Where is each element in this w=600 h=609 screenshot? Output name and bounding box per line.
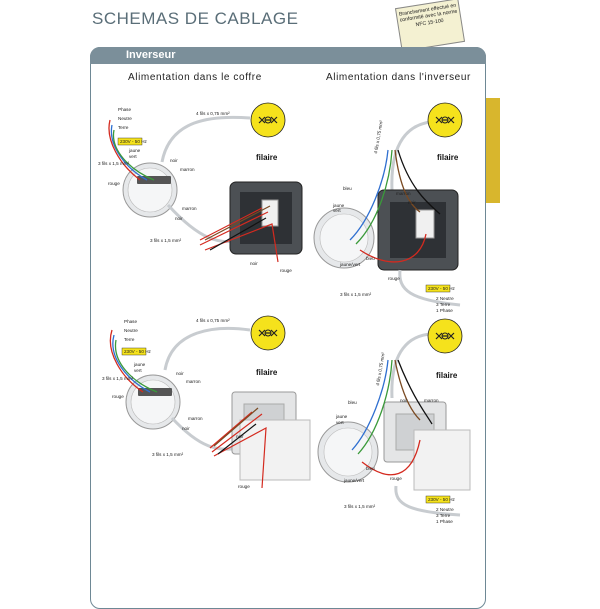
motor-icon-1 — [250, 102, 286, 138]
side-tab — [484, 98, 500, 203]
section-label: Inverseur — [126, 49, 176, 61]
vert-label-1: vert — [129, 154, 137, 159]
vert-label-4: vert — [336, 420, 344, 425]
wire3-label-3: 3 fils x 1,5 mm² — [102, 376, 134, 381]
jaunevert-label-2: jaune/vert — [339, 262, 361, 267]
bleu-label-4: bleu — [348, 400, 357, 405]
t3-label-2: 3 Terre — [436, 302, 451, 307]
supply-label-3: 230V - 50 Hz — [124, 349, 152, 354]
motor-icon-2 — [427, 102, 463, 138]
terre-label-1: Terre — [118, 125, 129, 130]
wire3-label-3b: 3 fils x 1,5 mm² — [152, 452, 184, 457]
diagram-panel — [90, 47, 486, 609]
rouge-label-1: rouge — [108, 181, 120, 186]
diagram-top-left: filaire 4 fils x 0,75 mm² Phase Neutre T… — [98, 102, 303, 273]
marron-label-1b: marron — [182, 206, 197, 211]
motor-icon-3 — [250, 315, 286, 351]
vert-label-2: vert — [333, 208, 341, 213]
junction-box-3 — [125, 374, 181, 430]
p1-label-4: 1 Phase — [436, 519, 453, 524]
marron-label-2: marron — [396, 191, 411, 196]
filaire-label-4: filaire — [436, 371, 458, 380]
page-title: SCHEMAS DE CABLAGE — [92, 9, 299, 28]
wire3-label-1b: 3 fils x 1,5 mm² — [150, 238, 182, 243]
subtitle-right: Alimentation dans l'inverseur — [326, 72, 471, 83]
diagram-bottom-right: filaire 4 fils x 0,75 mm² bleu jaune ver… — [317, 318, 471, 524]
vert-label-3: vert — [134, 368, 142, 373]
jaune-label-2: jaune — [332, 203, 345, 208]
rouge-label-4: rouge — [390, 476, 402, 481]
phase-label-3: Phase — [124, 319, 137, 324]
neutre-label-3: Neutre — [124, 328, 138, 333]
section-bar — [90, 47, 486, 64]
noir-label-3: noir — [176, 371, 184, 376]
t3-label-4: 3 Terre — [436, 513, 451, 518]
junction-box-1 — [122, 162, 178, 218]
wire3-label-1: 3 fils x 1,5 mm² — [98, 161, 130, 166]
motor-icon-4 — [427, 318, 463, 354]
noir-label-1c: noir — [250, 261, 258, 266]
marron-label-1: marron — [180, 167, 195, 172]
jaune-label-4: jaune — [335, 414, 348, 419]
jaunevert-label-4: jaune/vert — [343, 478, 365, 483]
diagram-bottom-left: filaire 4 fils x 0,75 mm² Phase Neutre T… — [102, 315, 311, 489]
noir-label-2: noir — [408, 200, 416, 205]
wire-label-2: 4 fils x 0,75 mm² — [373, 120, 384, 155]
marron-label-4: marron — [424, 398, 439, 403]
diagram-top-right: filaire 4 fils x 0,75 mm² bleu jaune ver… — [313, 102, 463, 313]
terre-label-3: Terre — [124, 337, 135, 342]
filaire-label-2: filaire — [437, 153, 459, 162]
supply-label-1: 230V - 50 Hz — [120, 139, 148, 144]
supply-label-4: 230V - 50 Hz — [428, 497, 456, 502]
rouge-label-1c: rouge — [280, 268, 292, 273]
phase-label-1: Phase — [118, 107, 131, 112]
bleu-label-2: bleu — [343, 186, 352, 191]
marron-label-3: marron — [186, 379, 201, 384]
noir-label-3b: noir — [182, 426, 190, 431]
supply-label-2: 230V - 50 Hz — [428, 286, 456, 291]
noir-label-3c: noir — [236, 434, 244, 439]
filaire-label-3: filaire — [256, 368, 278, 377]
noir-label-4: noir — [400, 398, 408, 403]
neutre-label-1: Neutre — [118, 116, 132, 121]
subtitle-left: Alimentation dans le coffre — [128, 72, 262, 83]
wire-label-1: 4 fils x 0,75 mm² — [196, 111, 230, 116]
rouge-label-2: rouge — [388, 276, 400, 281]
p1-label-2: 1 Phase — [436, 308, 453, 313]
noir-label-1b: noir — [175, 216, 183, 221]
filaire-label-1: filaire — [256, 153, 278, 162]
n2-label-4: 2 Neutre — [436, 507, 454, 512]
noir-label-1: noir — [170, 158, 178, 163]
rouge-label-3c: rouge — [238, 484, 250, 489]
jaune-label-3: jaune — [133, 362, 146, 367]
bleu-label-4b: bleu — [366, 466, 375, 471]
n2-label-2: 2 Neutre — [436, 296, 454, 301]
rouge-label-3: rouge — [112, 394, 124, 399]
wire3-label-2: 3 fils x 1,5 mm² — [340, 292, 372, 297]
marron-label-3b: marron — [188, 416, 203, 421]
wire3-label-4: 3 fils x 1,5 mm² — [344, 504, 376, 509]
wire-label-3: 4 fils x 0,75 mm² — [196, 318, 230, 323]
jaune-label-1: jaune — [128, 148, 141, 153]
wire-label-4: 4 fils x 0,75 mm² — [375, 352, 386, 387]
bleu-label-2b: bleu — [366, 256, 375, 261]
